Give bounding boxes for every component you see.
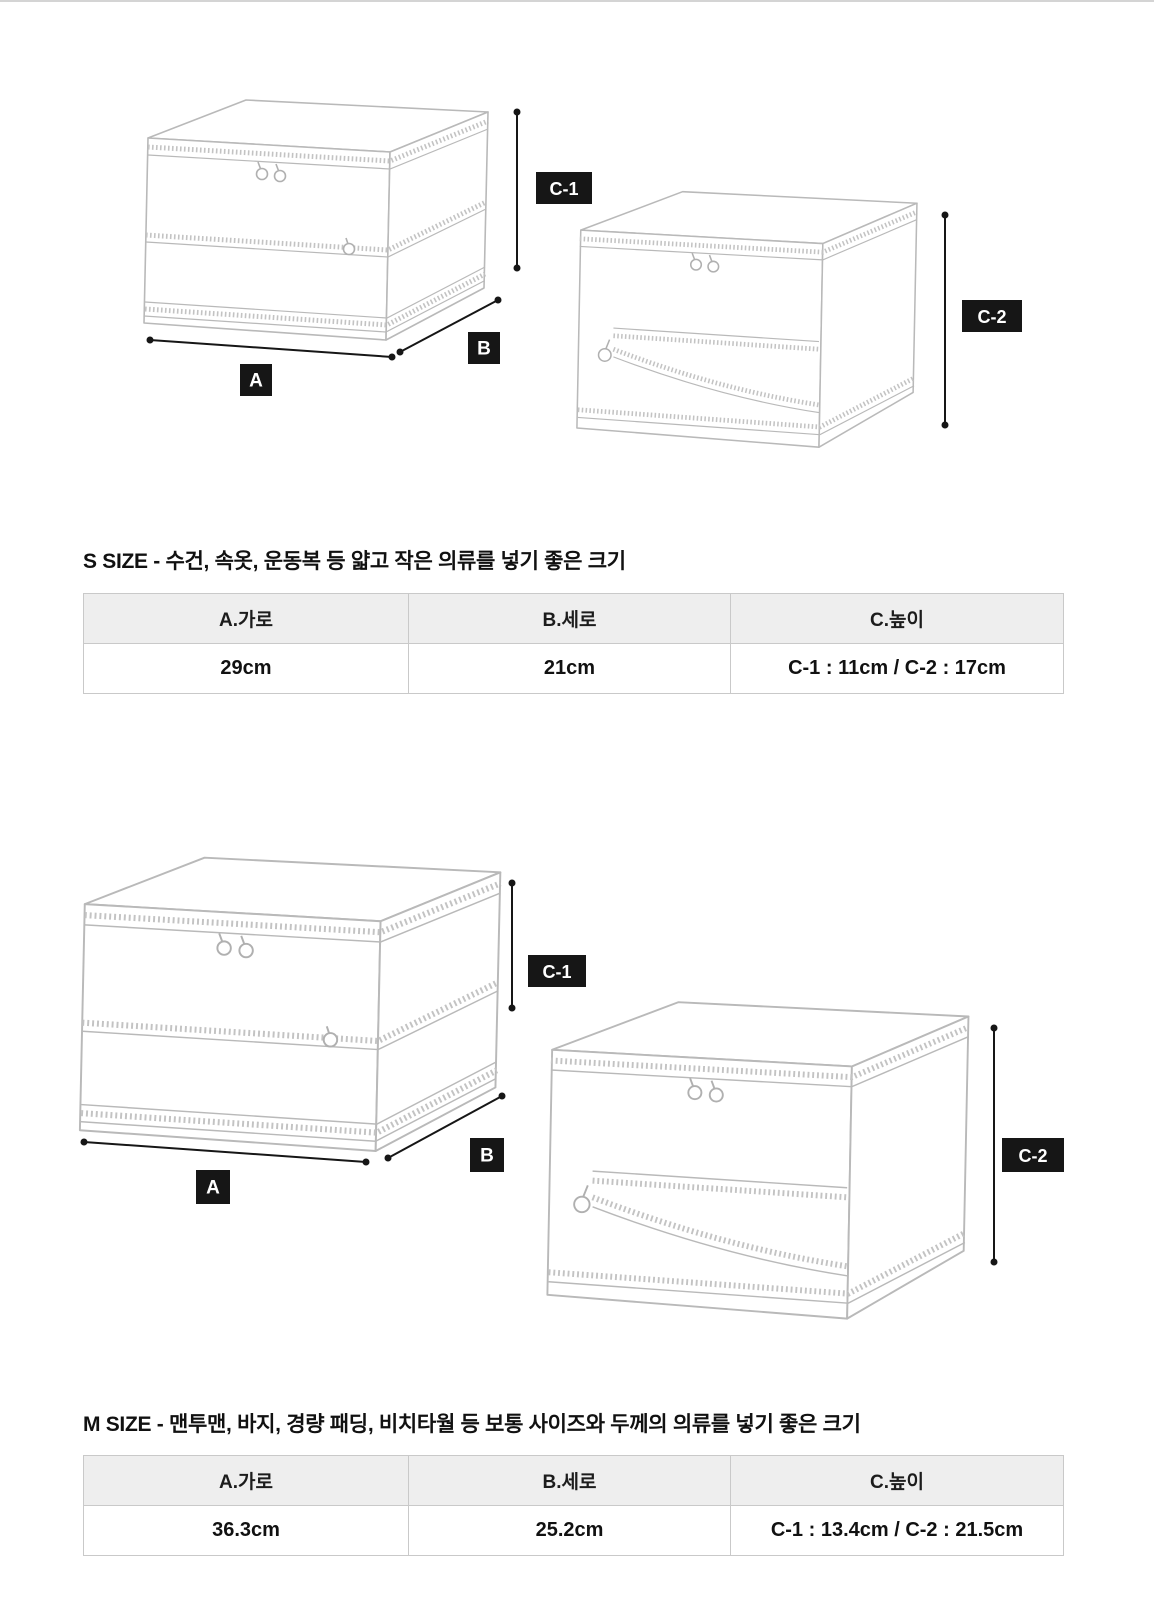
m-label-c2-box (1002, 1138, 1064, 1172)
m-label-a: A (206, 1178, 220, 1199)
s-label-c2-box (962, 300, 1022, 332)
m-value-height: C-1 : 13.4cm / C-2 : 21.5cm (730, 1505, 1064, 1556)
s-dimension-b (396, 296, 502, 356)
s-header-depth: B.세로 (408, 593, 731, 644)
s-label-a-box (240, 364, 272, 396)
s-value-height: C-1 : 11cm / C-2 : 17cm (730, 643, 1064, 694)
m-label-b-box (470, 1138, 504, 1172)
s-size-title: S SIZE - 수건, 속옷, 운동복 등 얇고 작은 의류를 넣기 좋은 크… (83, 550, 626, 573)
m-expanded-pouch-drawing (547, 1002, 968, 1318)
s-dimension-c2 (941, 211, 949, 429)
s-size-table: A.가로 B.세로 C.높이 29cm 21cm C-1 : 11cm / C-… (83, 593, 1064, 694)
m-table-header-row: A.가로 B.세로 C.높이 (83, 1455, 1064, 1506)
m-label-c1-box (528, 955, 586, 987)
s-dimension-c1 (513, 108, 521, 272)
m-label-c1: C-1 (542, 962, 571, 982)
m-dimension-b (384, 1092, 506, 1162)
m-value-width: 36.3cm (83, 1505, 409, 1556)
m-value-depth: 25.2cm (408, 1505, 731, 1556)
m-closed-pouch-drawing (80, 858, 500, 1151)
s-label-c1: C-1 (549, 179, 578, 199)
s-label-b: B (477, 339, 491, 360)
m-header-width: A.가로 (83, 1455, 409, 1506)
page-top-divider (0, 0, 1154, 2)
s-label-c1-box (536, 172, 592, 204)
s-dimension-a (146, 336, 396, 361)
m-label-b: B (480, 1146, 494, 1167)
m-size-illustration: C-1 A B C-2 (0, 770, 1064, 1400)
s-table-value-row: 29cm 21cm C-1 : 11cm / C-2 : 17cm (83, 643, 1064, 694)
s-table-header-row: A.가로 B.세로 C.높이 (83, 593, 1064, 644)
m-header-depth: B.세로 (408, 1455, 731, 1506)
m-label-a-box (196, 1170, 230, 1204)
m-header-height: C.높이 (730, 1455, 1064, 1506)
s-expanded-pouch-drawing (577, 192, 917, 448)
m-dimension-c1 (508, 879, 516, 1012)
s-label-a: A (249, 371, 263, 392)
s-value-width: 29cm (83, 643, 409, 694)
m-dimension-c2 (990, 1024, 998, 1266)
m-size-table: A.가로 B.세로 C.높이 36.3cm 25.2cm C-1 : 13.4c… (83, 1455, 1064, 1556)
s-size-illustration: C-1 A B C-2 (0, 0, 1022, 520)
s-header-width: A.가로 (83, 593, 409, 644)
m-label-c2: C-2 (1018, 1146, 1047, 1166)
s-label-c2: C-2 (977, 307, 1006, 327)
m-dimension-a (80, 1138, 370, 1166)
s-closed-pouch-drawing (144, 100, 488, 340)
s-header-height: C.높이 (730, 593, 1064, 644)
s-value-depth: 21cm (408, 643, 731, 694)
m-size-title: M SIZE - 맨투맨, 바지, 경량 패딩, 비치타월 등 보통 사이즈와 … (83, 1413, 861, 1436)
m-table-value-row: 36.3cm 25.2cm C-1 : 13.4cm / C-2 : 21.5c… (83, 1505, 1064, 1556)
s-label-b-box (468, 332, 500, 364)
